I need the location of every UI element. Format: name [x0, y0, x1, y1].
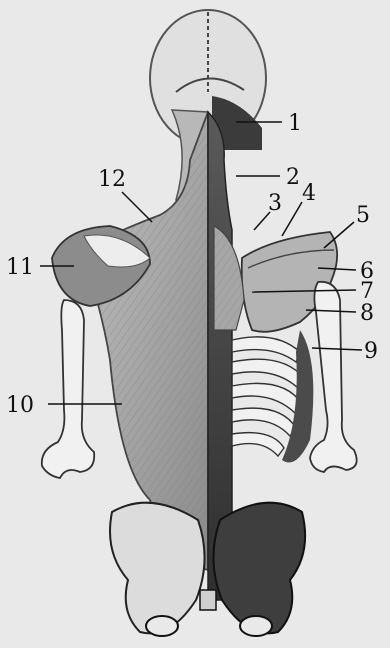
label-3: 3 [268, 191, 282, 216]
label-5: 5 [356, 203, 370, 228]
label-11: 11 [6, 255, 34, 280]
label-9: 9 [364, 339, 378, 364]
label-12: 12 [98, 167, 126, 192]
left-humerus [42, 300, 94, 478]
label-8: 8 [360, 301, 374, 326]
leader-line-12 [122, 192, 152, 222]
label-10: 10 [6, 393, 34, 418]
label-4: 4 [302, 181, 316, 206]
leader-line-4 [282, 202, 302, 236]
label-2: 2 [286, 165, 300, 190]
leader-line-8 [306, 310, 356, 312]
label-1: 1 [288, 111, 302, 136]
